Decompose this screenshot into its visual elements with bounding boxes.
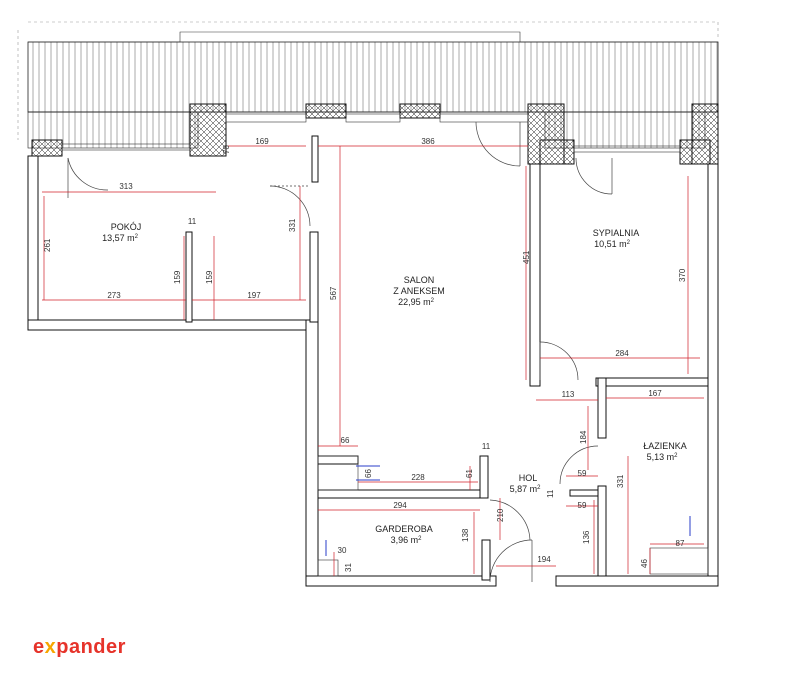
dim-294: 294 <box>393 501 407 510</box>
dimension-labels: 70 169 386 313 11 331 261 159 159 273 19… <box>43 137 687 572</box>
room-name-pokoj: POKÓJ <box>111 222 142 232</box>
dim-59a: 59 <box>578 469 587 478</box>
dim-284: 284 <box>615 349 629 358</box>
walls <box>27 135 719 587</box>
room-name-lazienka: ŁAZIENKA <box>643 441 687 451</box>
dim-30: 30 <box>338 546 347 555</box>
dimension-lines <box>42 145 704 576</box>
room-pokoj: POKÓJ 13,57 m2 <box>102 222 141 243</box>
svg-text:5,87 m2: 5,87 m2 <box>510 484 542 494</box>
dim-194: 194 <box>537 555 551 564</box>
dim-273: 273 <box>107 291 121 300</box>
dim-169: 169 <box>255 137 269 146</box>
room-hol: HOL 5,87 m2 <box>510 473 542 494</box>
dim-31: 31 <box>344 563 353 572</box>
room-name-salon: SALON <box>404 275 435 285</box>
dim-197: 197 <box>247 291 261 300</box>
dim-87: 87 <box>676 539 685 548</box>
room-garderoba: GARDEROBA 3,96 m2 <box>375 524 433 545</box>
balcony <box>27 31 719 149</box>
room-area-sypialnia: 10,51 m <box>594 239 627 249</box>
vent-markers <box>325 465 691 556</box>
dim-451: 451 <box>522 250 531 264</box>
dim-66b: 66 <box>364 469 373 478</box>
room-sypialnia: SYPIALNIA 10,51 m2 <box>593 228 640 249</box>
dim-313: 313 <box>119 182 133 191</box>
svg-text:3,96 m2: 3,96 m2 <box>391 535 423 545</box>
frame-dashed <box>17 21 719 140</box>
dim-184: 184 <box>579 430 588 444</box>
svg-text:22,95 m2: 22,95 m2 <box>398 297 435 307</box>
svg-text:5,13 m2: 5,13 m2 <box>647 452 679 462</box>
room-area-garderoba: 3,96 m <box>391 535 419 545</box>
dim-11c: 11 <box>546 489 555 498</box>
room-name-garderoba: GARDEROBA <box>375 524 433 534</box>
dim-261: 261 <box>43 238 52 252</box>
dim-159a: 159 <box>173 270 182 284</box>
dim-113: 113 <box>562 390 575 399</box>
facade-walls <box>31 103 719 165</box>
room-name-sypialnia: SYPIALNIA <box>593 228 640 238</box>
dim-136: 136 <box>582 530 591 544</box>
svg-text:10,51 m2: 10,51 m2 <box>594 239 631 249</box>
room-name-hol: HOL <box>519 473 538 483</box>
room-area-pokoj: 13,57 m <box>102 233 135 243</box>
dim-331a: 331 <box>288 218 297 232</box>
svg-text:13,57 m2: 13,57 m2 <box>102 233 139 243</box>
dim-46: 46 <box>640 559 649 568</box>
dim-66a: 66 <box>341 436 350 445</box>
dim-386: 386 <box>421 137 435 146</box>
dim-331b: 331 <box>616 474 625 488</box>
doors <box>67 121 613 583</box>
room-area-hol: 5,87 m <box>510 484 538 494</box>
dim-59b: 59 <box>578 501 587 510</box>
expander-logo: expander <box>33 636 126 658</box>
dim-567: 567 <box>329 286 338 300</box>
room-area-lazienka: 5,13 m <box>647 452 675 462</box>
room-lazienka: ŁAZIENKA 5,13 m2 <box>643 441 687 462</box>
dim-61: 61 <box>465 469 474 478</box>
room-subname-salon: Z ANEKSEM <box>393 286 445 296</box>
dim-70: 70 <box>222 145 231 154</box>
dim-11a: 11 <box>188 217 197 226</box>
dim-210: 210 <box>496 508 505 522</box>
room-salon: SALON Z ANEKSEM 22,95 m2 <box>393 275 445 307</box>
dim-228: 228 <box>411 473 425 482</box>
dim-167: 167 <box>648 389 662 398</box>
dim-11b: 11 <box>482 442 491 451</box>
dim-159b: 159 <box>205 270 214 284</box>
dim-370: 370 <box>678 268 687 282</box>
dim-138: 138 <box>461 528 470 542</box>
room-area-salon: 22,95 m <box>398 297 431 307</box>
